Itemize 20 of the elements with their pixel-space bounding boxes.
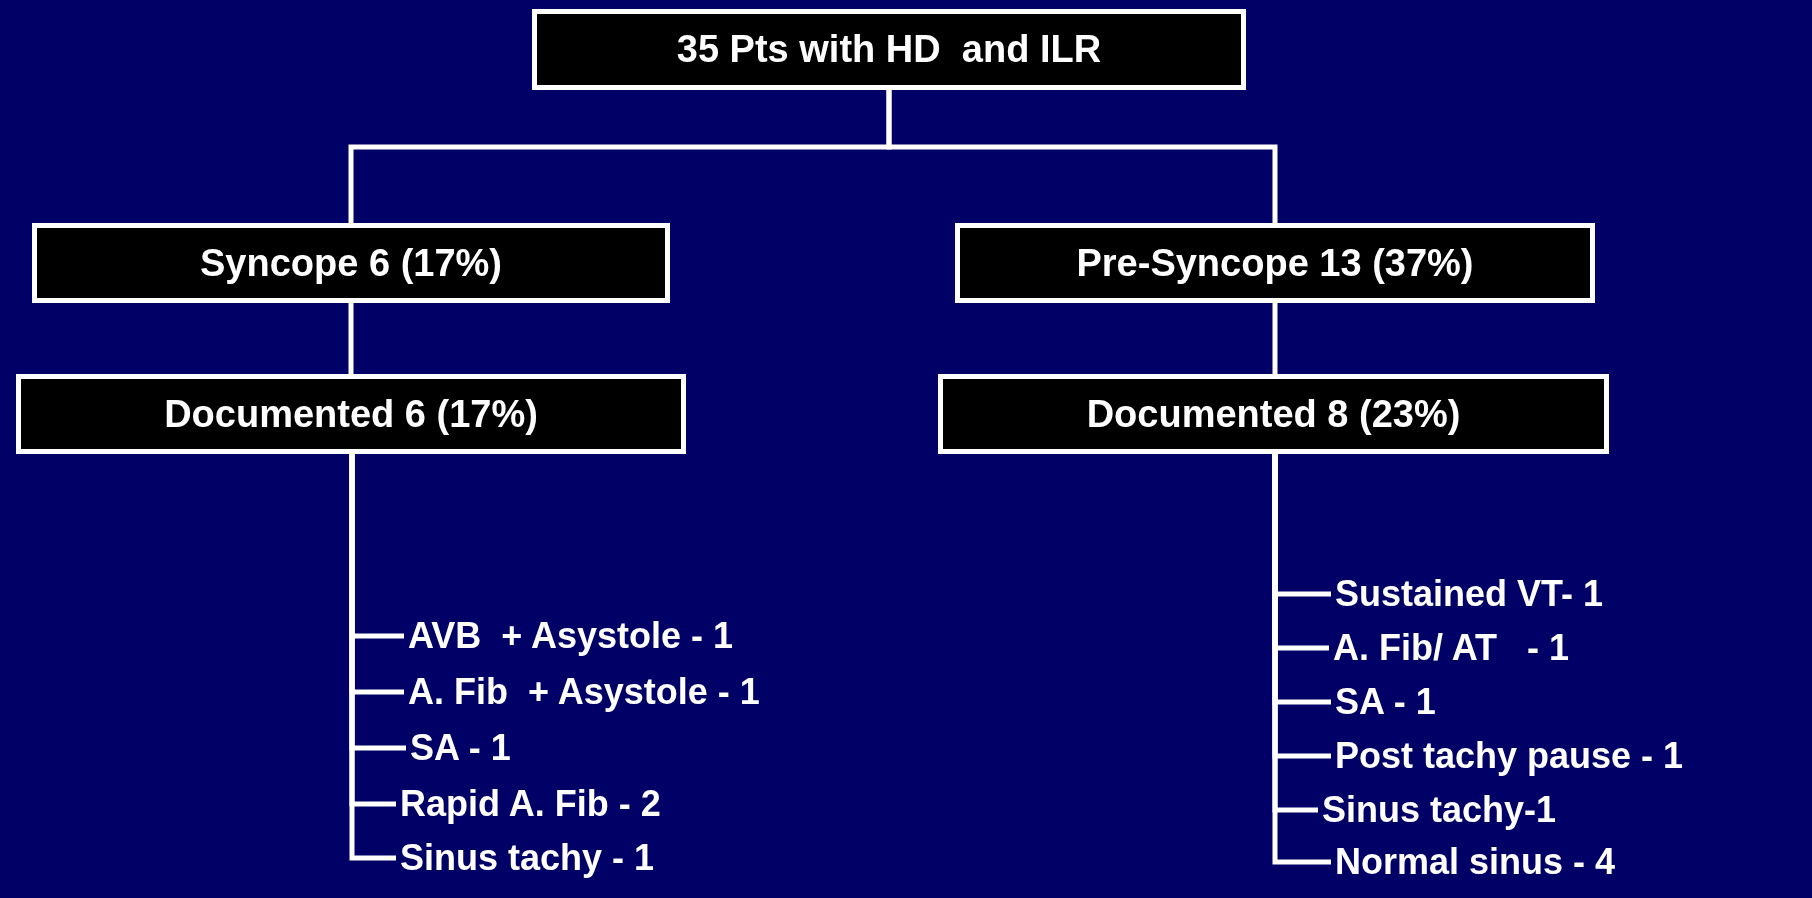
finding-label: Sustained VT- 1 bbox=[1335, 572, 1604, 616]
finding-label: Post tachy pause - 1 bbox=[1335, 734, 1684, 778]
finding-label: A. Fib/ AT - 1 bbox=[1333, 626, 1569, 670]
finding-label: Sinus tachy-1 bbox=[1322, 788, 1557, 832]
finding-label: SA - 1 bbox=[1335, 680, 1436, 724]
category-box: Documented 8 (23%) bbox=[938, 374, 1609, 454]
connector-line bbox=[348, 303, 354, 374]
category-box: Pre-Syncope 13 (37%) bbox=[955, 223, 1595, 303]
finding-label: Rapid A. Fib - 2 bbox=[400, 782, 661, 826]
finding-label: SA - 1 bbox=[410, 726, 511, 770]
connector-line bbox=[1272, 454, 1331, 865]
category-box: Documented 6 (17%) bbox=[16, 374, 686, 454]
category-box: 35 Pts with HD and ILR bbox=[532, 9, 1246, 90]
category-box: Syncope 6 (17%) bbox=[32, 223, 670, 303]
finding-label: Sinus tachy - 1 bbox=[400, 836, 655, 880]
finding-label: Normal sinus - 4 bbox=[1335, 840, 1616, 884]
finding-label: A. Fib + Asystole - 1 bbox=[408, 670, 760, 714]
connector-line bbox=[1272, 303, 1278, 374]
finding-label: AVB + Asystole - 1 bbox=[408, 614, 734, 658]
connector-line bbox=[886, 90, 1278, 223]
